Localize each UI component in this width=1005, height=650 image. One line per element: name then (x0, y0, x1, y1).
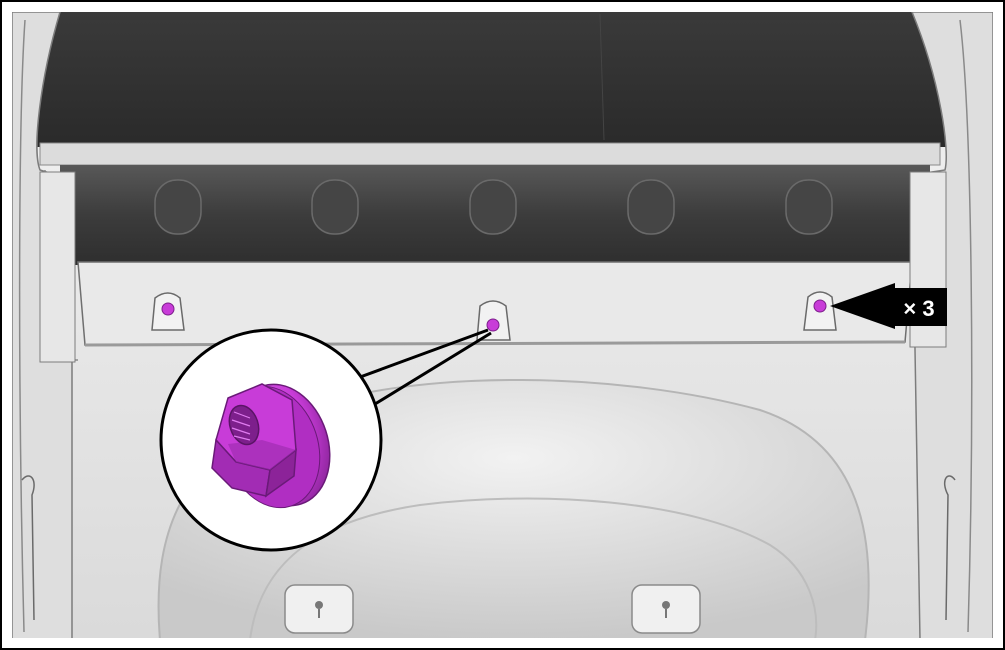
detail-leader-lines (351, 328, 492, 406)
nut-mount-right (803, 291, 837, 331)
quantity-label: × 3 (903, 296, 934, 321)
panel-rim (39, 142, 941, 166)
cargo-area-scene (12, 12, 993, 638)
seat-back-panel (30, 12, 950, 147)
detail-magnifier (159, 328, 383, 552)
floor-hook-left (284, 584, 354, 634)
quantity-badge (892, 288, 947, 326)
rail-bumps (154, 179, 833, 235)
flange-nut-icon (211, 383, 331, 509)
floor-hook-right (631, 584, 701, 634)
flange-nut-icon (486, 318, 500, 332)
quantity-callout: × 3 (830, 283, 947, 329)
nut-mount-center (476, 300, 511, 341)
flange-nut-icon (161, 302, 175, 316)
nut-mount-left (151, 292, 185, 331)
flange-nut-icon (813, 299, 827, 313)
arrow-left-icon (830, 283, 895, 329)
